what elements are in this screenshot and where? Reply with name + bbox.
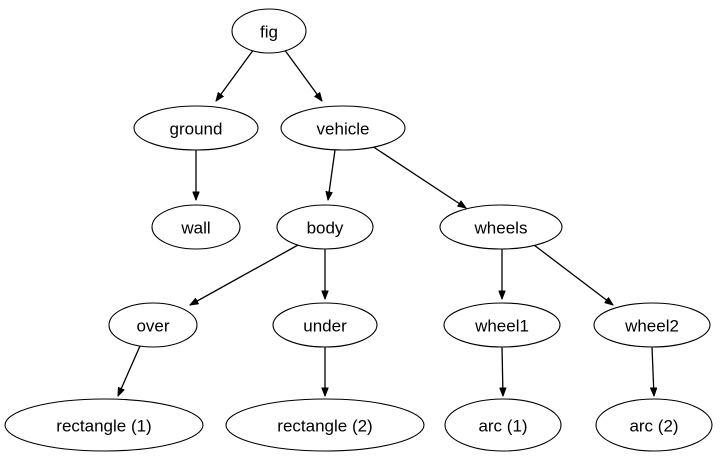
node-shape-body — [276, 204, 374, 250]
edge-fig-to-vehicle — [283, 48, 322, 101]
node-rectangle2[interactable]: rectangle (2) — [225, 398, 425, 452]
node-shape-wheel2 — [593, 302, 711, 348]
edge-vehicle-to-wheels — [371, 145, 466, 208]
node-label-fig: fig — [260, 23, 278, 42]
node-fig[interactable]: fig — [231, 8, 307, 54]
node-shape-fig — [231, 8, 307, 54]
edge-wheel2-to-arc2 — [652, 346, 654, 396]
node-label-wheel2: wheel2 — [624, 317, 679, 336]
node-label-rectangle1: rectangle (1) — [56, 417, 151, 436]
edge-fig-to-ground — [216, 48, 255, 101]
node-shape-rectangle1 — [4, 398, 204, 452]
node-label-over: over — [136, 317, 169, 336]
node-ground[interactable]: ground — [133, 105, 259, 151]
edge-over-to-rectangle1 — [117, 345, 141, 396]
node-label-wheel1: wheel1 — [474, 317, 529, 336]
node-label-arc1: arc (1) — [478, 417, 527, 436]
node-vehicle[interactable]: vehicle — [280, 105, 406, 151]
node-label-arc2: arc (2) — [629, 417, 678, 436]
node-shape-over — [108, 302, 198, 348]
node-layer: fig ground vehicle wall body wheels over under w… — [4, 8, 713, 452]
edge-wheel1-to-arc1 — [502, 346, 503, 396]
node-shape-ground — [133, 105, 259, 151]
edge-vehicle-to-body — [328, 149, 336, 200]
node-wall[interactable]: wall — [151, 204, 241, 250]
node-over[interactable]: over — [108, 302, 198, 348]
node-body[interactable]: body — [276, 204, 374, 250]
node-shape-wheels — [439, 204, 563, 250]
node-shape-vehicle — [280, 105, 406, 151]
node-label-under: under — [303, 317, 347, 336]
node-label-wall: wall — [180, 219, 210, 238]
node-label-vehicle: vehicle — [317, 120, 370, 139]
node-arc1[interactable]: arc (1) — [444, 398, 562, 452]
node-shape-under — [272, 302, 378, 348]
node-label-ground: ground — [170, 120, 223, 139]
node-wheel1[interactable]: wheel1 — [443, 302, 561, 348]
node-arc2[interactable]: arc (2) — [595, 398, 713, 452]
node-shape-rectangle2 — [225, 398, 425, 452]
edge-layer — [117, 48, 654, 396]
node-shape-arc1 — [444, 398, 562, 452]
node-label-body: body — [307, 219, 344, 238]
edge-body-to-over — [190, 244, 299, 305]
node-under[interactable]: under — [272, 302, 378, 348]
edge-wheels-to-wheel2 — [533, 244, 613, 305]
node-shape-arc2 — [595, 398, 713, 452]
node-rectangle1[interactable]: rectangle (1) — [4, 398, 204, 452]
node-shape-wheel1 — [443, 302, 561, 348]
node-shape-wall — [151, 204, 241, 250]
node-label-wheels: wheels — [474, 219, 528, 238]
node-wheels[interactable]: wheels — [439, 204, 563, 250]
node-label-rectangle2: rectangle (2) — [277, 417, 372, 436]
node-wheel2[interactable]: wheel2 — [593, 302, 711, 348]
